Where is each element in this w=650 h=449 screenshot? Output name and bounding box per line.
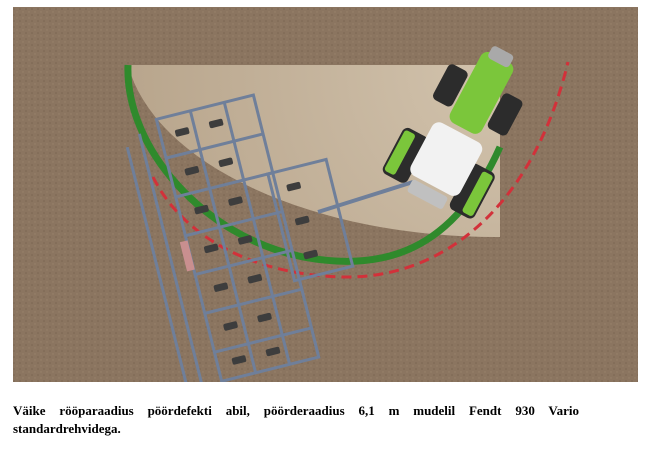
figure-caption: Väike rööparaadius pöördefekti abil, pöö… [13, 403, 579, 436]
turning-radius-arc [124, 64, 504, 265]
drawbar [317, 180, 414, 214]
tractor [382, 46, 523, 219]
field-photo [13, 7, 638, 382]
tractor-front-left-wheel [433, 64, 468, 107]
tractor-cab-roof [410, 122, 483, 196]
cultivator-implement [125, 93, 355, 382]
tractor-front-right-wheel [487, 93, 523, 136]
field-scene [13, 7, 638, 382]
turn-area [128, 65, 500, 238]
tractor-hood [449, 51, 514, 134]
